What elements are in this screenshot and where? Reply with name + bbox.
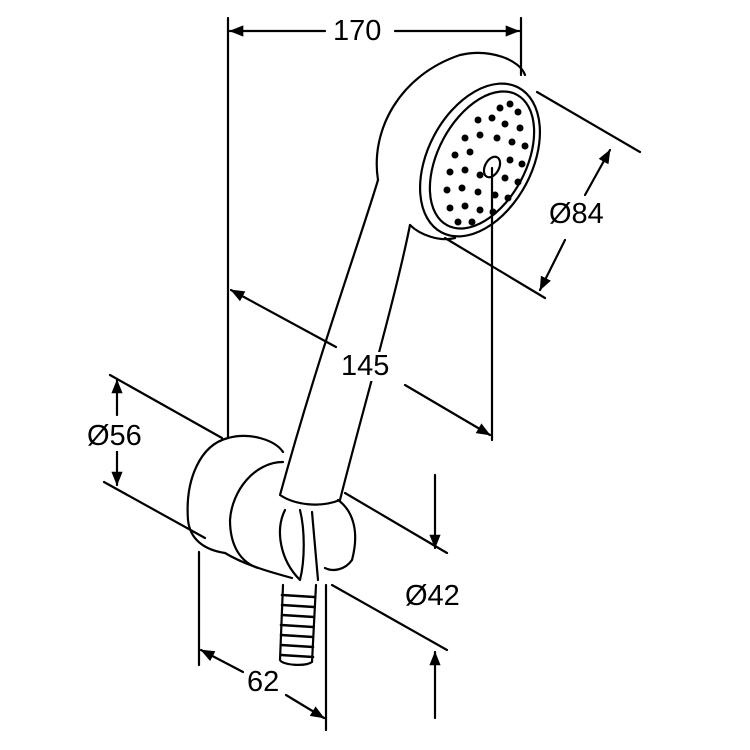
ext-84-bottom [443, 236, 547, 300]
dim-145-right [403, 383, 492, 437]
cradle-clip-right [323, 498, 357, 571]
head-neck [408, 223, 457, 241]
head-shell [375, 51, 527, 182]
nozzle-dots [443, 100, 529, 226]
bracket-front [186, 436, 230, 555]
dim-label-145: 145 [338, 352, 393, 381]
dim-label-42: Ø42 [402, 582, 463, 611]
dim-label-62: 62 [244, 668, 283, 697]
ext-84-top [535, 90, 642, 154]
head-face-outer [418, 82, 542, 238]
dim-84-lower [538, 238, 567, 292]
dim-62-left [199, 648, 245, 674]
ext-42-top [343, 491, 449, 555]
hose-ribs [279, 593, 316, 659]
head-center-nozzle [482, 155, 502, 179]
bracket-bottom [223, 551, 294, 580]
dim-62-right [284, 693, 326, 720]
hose [278, 583, 318, 666]
head-face-inner [428, 90, 536, 230]
cradle-slot [310, 510, 320, 582]
ext-56-top [108, 373, 224, 440]
dim-label-56: Ø56 [84, 422, 145, 451]
dim-84-upper [583, 148, 612, 197]
bracket-inner [228, 460, 285, 570]
handle-body [278, 178, 412, 506]
ext-42-bottom [330, 583, 449, 652]
dim-label-170: 170 [330, 17, 385, 46]
dim-145-left [229, 288, 338, 349]
ext-56-bottom [102, 480, 207, 540]
cradle-clip-left [278, 508, 305, 582]
bracket-top [226, 434, 285, 454]
dim-label-84: Ø84 [546, 200, 607, 229]
